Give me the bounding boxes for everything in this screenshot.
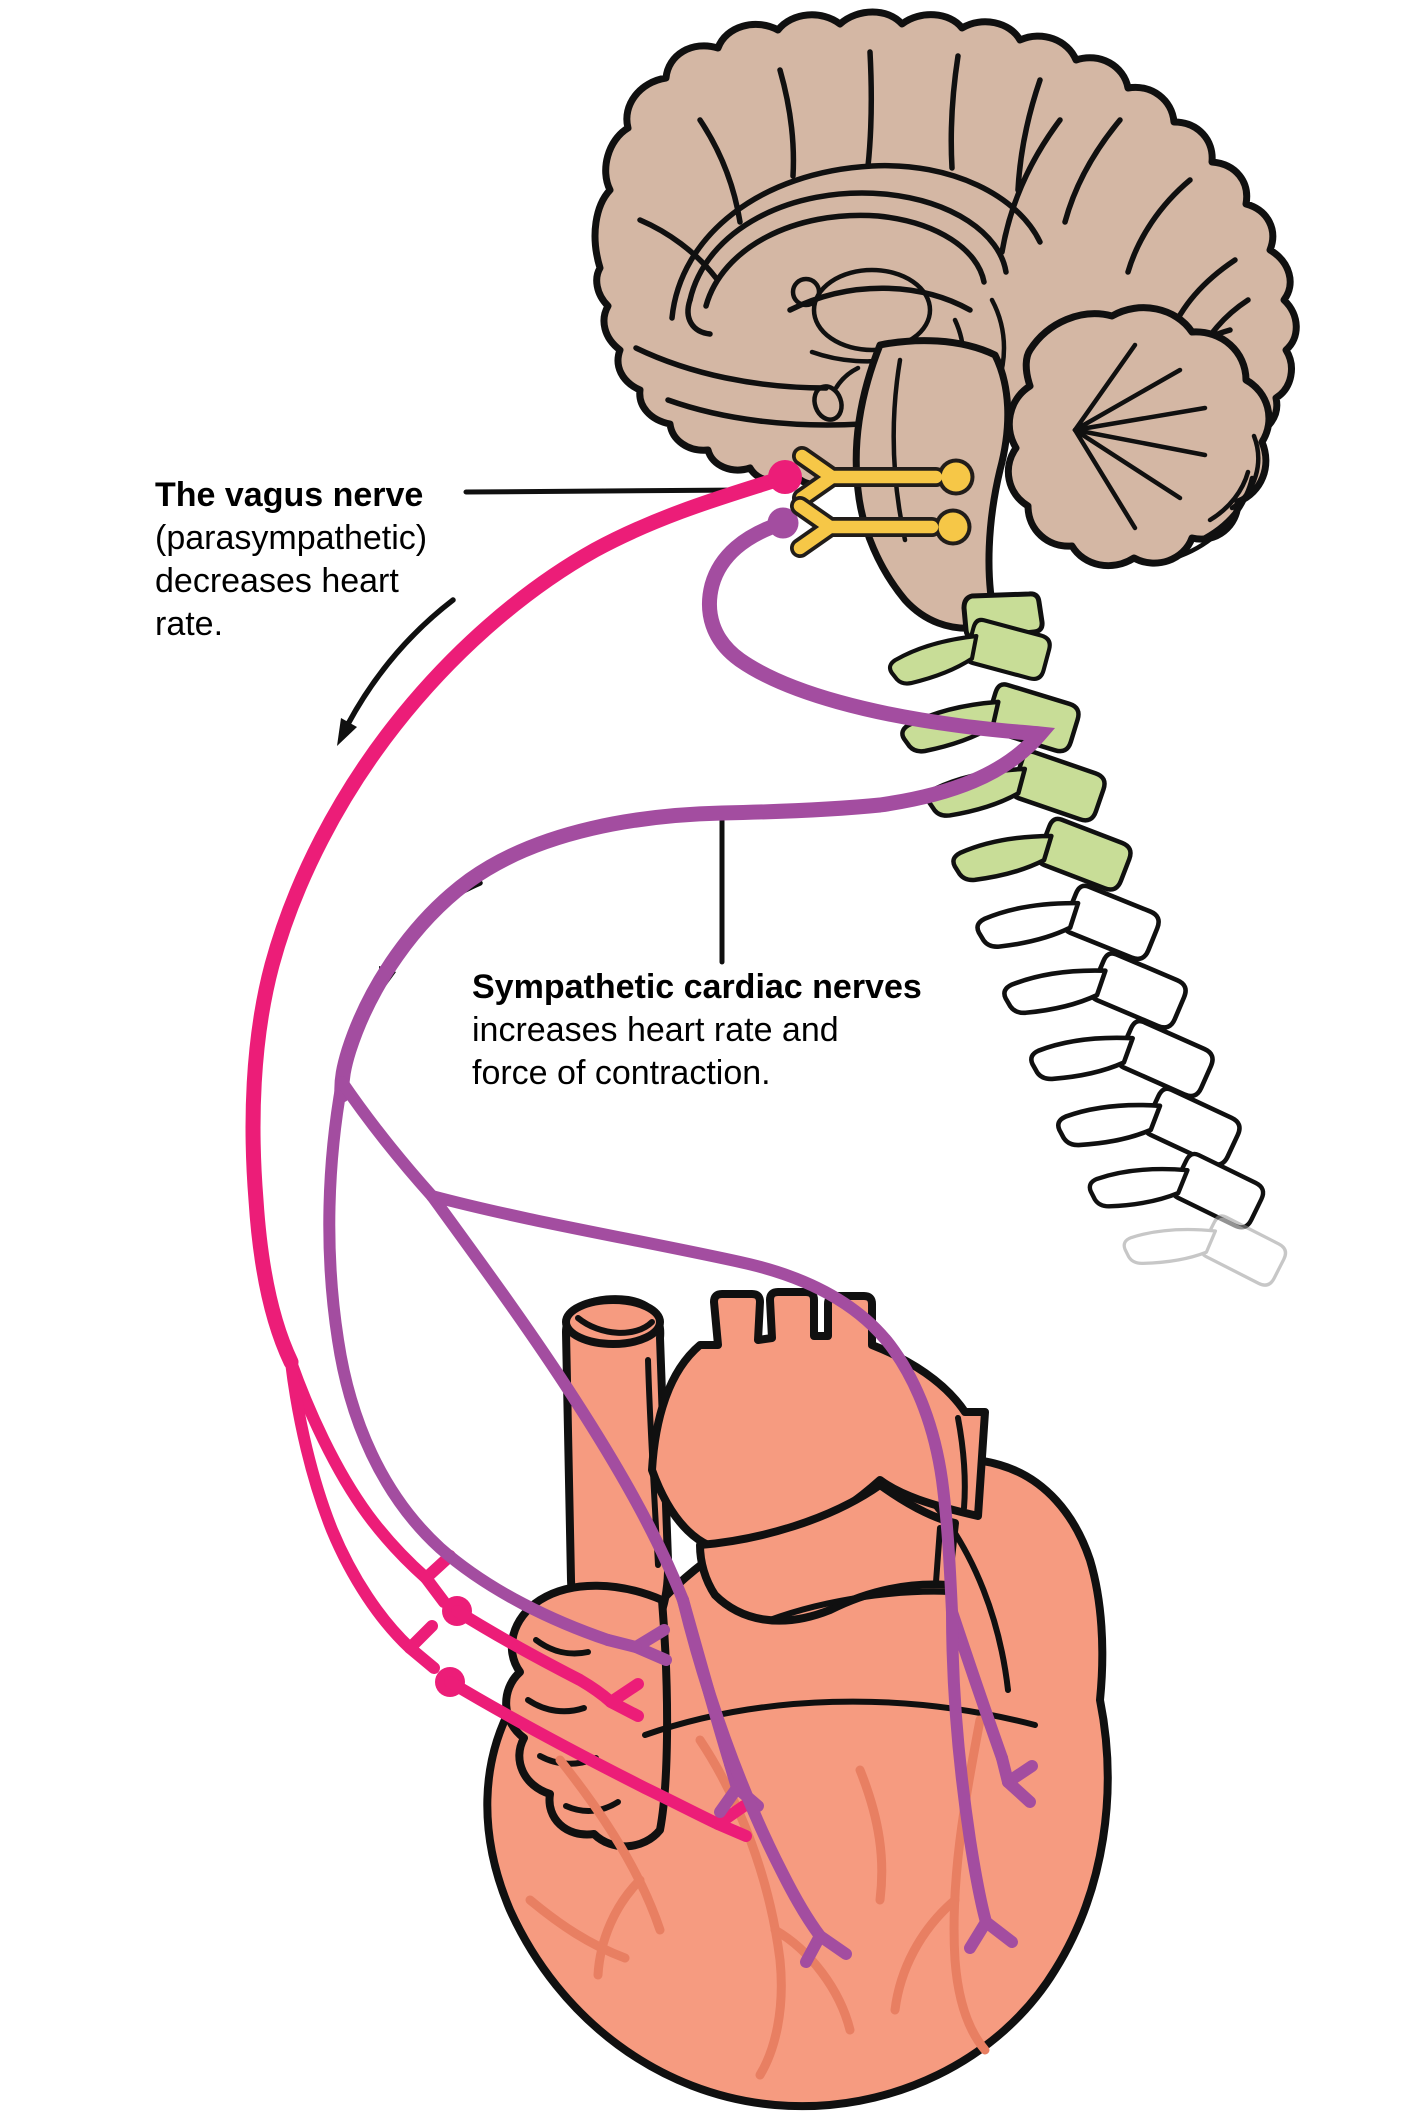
sympathetic-nerves-label: Sympathetic cardiac nerves increases hea…: [472, 966, 922, 1095]
postganglionic-upper: [451, 1605, 617, 1708]
vagus-branch-lower: [285, 1356, 416, 1654]
postganglionic-lower: [444, 1676, 724, 1830]
sympathetic-direction-arrow: [379, 880, 483, 994]
vagus-branch-lower-fork: [404, 1620, 440, 1674]
pulmonary-cut-inner-line: [933, 1525, 943, 1585]
pulmonary-artery: [696, 1481, 959, 1625]
nerve-roots: [790, 446, 975, 558]
sympathetic-branch-mid-2: [677, 1594, 826, 1942]
vagus-trunk: [245, 469, 793, 1370]
postganglionic-lower-fork: [712, 1800, 752, 1842]
sympathetic-branch-mid-stem: [336, 1076, 438, 1202]
aorta-cut-inner-line: [955, 1415, 968, 1511]
vagus-nerve-path: [245, 460, 802, 1842]
superior-vena-cava-inner-rim: [575, 1315, 655, 1336]
nerve-root-icon: [792, 446, 975, 508]
sympathetic-branch-left: [323, 1076, 614, 1646]
vagus-direction-arrow: [337, 597, 456, 746]
pituitary-gland: [812, 365, 861, 422]
sympathetic-branch-mid-2-fork: [800, 1930, 852, 1968]
vagus-leader-line: [463, 487, 748, 495]
cerebellum-folia-lines: [1177, 433, 1261, 559]
brain-illustration: [591, 8, 1300, 632]
sympathetic-branch-mid: [426, 1190, 689, 1606]
vagus-branch-upper: [285, 1356, 432, 1584]
sympathetic-branch-right-2: [946, 1606, 992, 1928]
sympathetic-branch-left-tip: [602, 1634, 642, 1653]
sympathetic-origin-dot: [767, 507, 799, 539]
sympathetic-label-body: increases heart rate and force of contra…: [472, 1011, 839, 1092]
vagus-origin-dot: [768, 460, 802, 494]
postganglionic-upper-fork: [605, 1678, 644, 1722]
corpus-callosum: [685, 190, 1009, 337]
spinal-column: [887, 591, 1291, 1324]
cerebellum: [1004, 304, 1273, 570]
nerve-root-icon: [790, 496, 972, 558]
sympathetic-nerve-path: [323, 507, 1056, 1968]
sympathetic-branch-right-1-tip: [996, 1752, 1014, 1788]
cerebellum-outline: [1004, 304, 1273, 570]
sympathetic-branch-right-2-fork: [964, 1916, 1018, 1954]
cerebellum-arbor-vitae: [1072, 342, 1208, 531]
sympathetic-label-title: Sympathetic cardiac nerves: [472, 968, 922, 1006]
pulmonary-lower-curve: [767, 1588, 953, 1623]
vagus-branch-upper-fork: [420, 1550, 456, 1608]
vagus-label-title: The vagus nerve: [155, 476, 424, 514]
sympathetic-branch-right: [426, 1190, 958, 1618]
sympathetic-trunk: [334, 515, 1056, 1103]
vagus-nerve-label: The vagus nerve (parasympathetic) decrea…: [155, 474, 427, 646]
vagus-label-body: (parasympathetic) decreases heart rate.: [155, 519, 428, 643]
